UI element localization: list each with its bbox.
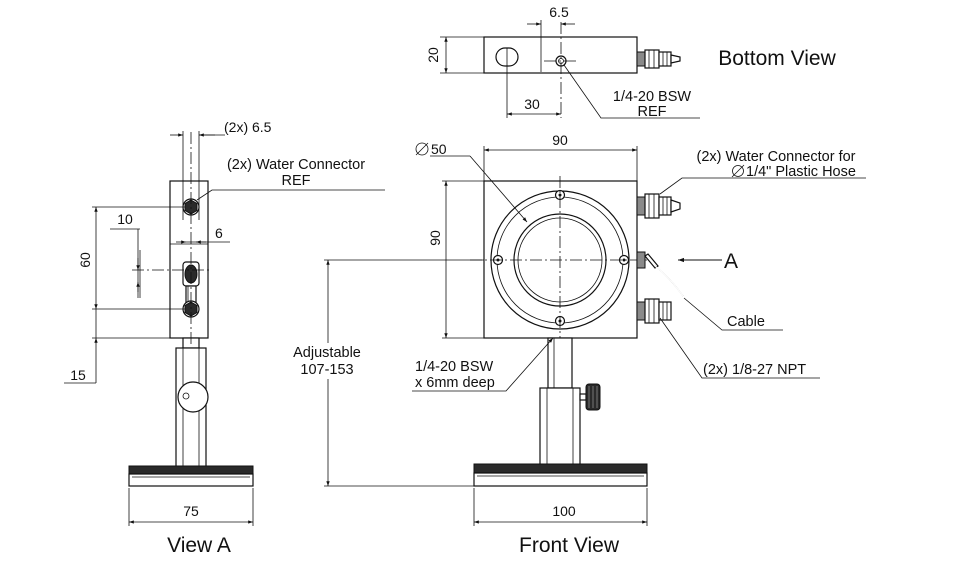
front-callout-hose-text: 1/4" Plastic Hose (746, 164, 856, 180)
bottom-view-title: Bottom View (718, 47, 836, 70)
side-dim-hole: (2x) 6.5 (224, 119, 272, 135)
side-dim-6: 6 (215, 225, 223, 241)
side-dim-15: 15 (70, 367, 86, 383)
side-view-title: View A (167, 534, 231, 557)
front-lower-post (539, 387, 581, 467)
front-callout-cable: Cable (727, 314, 765, 330)
side-base (128, 473, 254, 487)
front-base-top (473, 463, 648, 474)
side-callout-ref: REF (282, 173, 311, 189)
front-callout-npt: (2x) 1/8-27 NPT (703, 362, 806, 378)
front-base (473, 472, 648, 487)
side-dim-10: 10 (117, 211, 133, 227)
front-diameter-callout: 50 (415, 141, 447, 157)
front-locking-knob (579, 383, 601, 411)
front-adjustable-label: Adjustable (293, 345, 361, 361)
front-upper-post (547, 337, 573, 389)
front-view-arrow-a: A (724, 250, 738, 273)
front-dim-diameter: 50 (431, 141, 447, 157)
side-dim-base: 75 (183, 503, 199, 519)
front-adjustable-range: 107-153 (300, 362, 353, 378)
bottom-callout-ref: REF (638, 104, 667, 120)
bottom-view: 20 6.5 30 1/4-20 BSW REF Bottom View (425, 4, 837, 120)
front-view: 90 90 50 (2x) Water Connector for 1/4" P… (284, 132, 866, 557)
front-water-connector-bottom (636, 298, 672, 324)
bottom-connector (636, 51, 646, 67)
front-dim-base: 100 (552, 503, 576, 519)
front-callout-depth: x 6mm deep (415, 375, 495, 391)
side-base-top (128, 465, 254, 475)
front-water-connector-top (636, 193, 681, 219)
side-dim-60: 60 (77, 252, 93, 268)
bottom-dim-hole-width: 6.5 (549, 4, 569, 20)
front-dim-height: 90 (427, 230, 443, 246)
front-dim-width: 90 (552, 132, 568, 148)
front-callout-thread: 1/4-20 BSW (415, 359, 493, 375)
bottom-callout-thread: 1/4-20 BSW (613, 89, 691, 105)
front-callout-hose: 1/4" Plastic Hose (731, 164, 856, 180)
side-callout-water: (2x) Water Connector (227, 157, 365, 173)
front-cable-gland (636, 251, 684, 297)
bottom-dim-thickness: 20 (425, 47, 441, 63)
front-view-title: Front View (519, 534, 620, 557)
front-callout-water: (2x) Water Connector for (696, 149, 855, 165)
side-view: (2x) 6.5 (2x) Water Connector REF 10 6 6… (64, 119, 385, 557)
bottom-dim-offset: 30 (524, 96, 540, 112)
side-locking-knob (177, 381, 209, 413)
